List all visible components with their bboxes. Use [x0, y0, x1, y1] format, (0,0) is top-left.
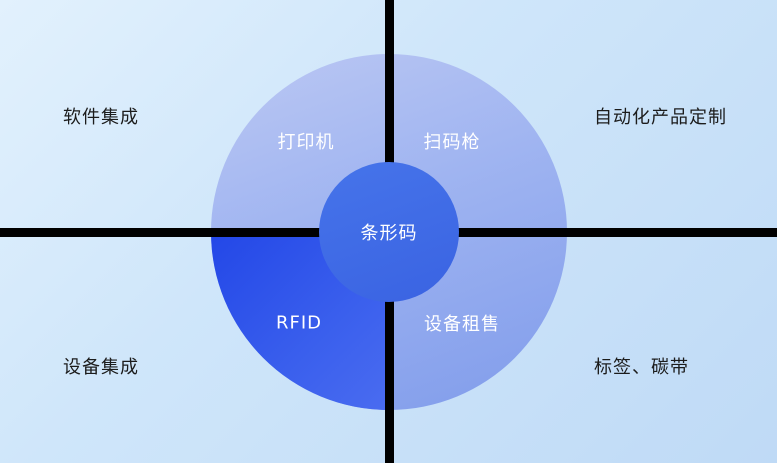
quadrant-label-equipment-rental: 设备租售 — [424, 314, 500, 335]
corner-label-automation-customization: 自动化产品定制 — [594, 107, 727, 128]
corner-label-equipment-integration: 设备集成 — [63, 357, 139, 378]
quadrant-label-scanner: 扫码枪 — [423, 132, 481, 153]
corner-label-labels-ribbons: 标签、碳带 — [594, 357, 689, 378]
center-circle: 条形码 — [319, 162, 459, 302]
quadrant-label-rfid: RFID — [275, 312, 323, 334]
center-label: 条形码 — [360, 223, 418, 244]
quadrant-label-printer: 打印机 — [277, 132, 335, 153]
corner-label-software-integration: 软件集成 — [63, 107, 139, 128]
